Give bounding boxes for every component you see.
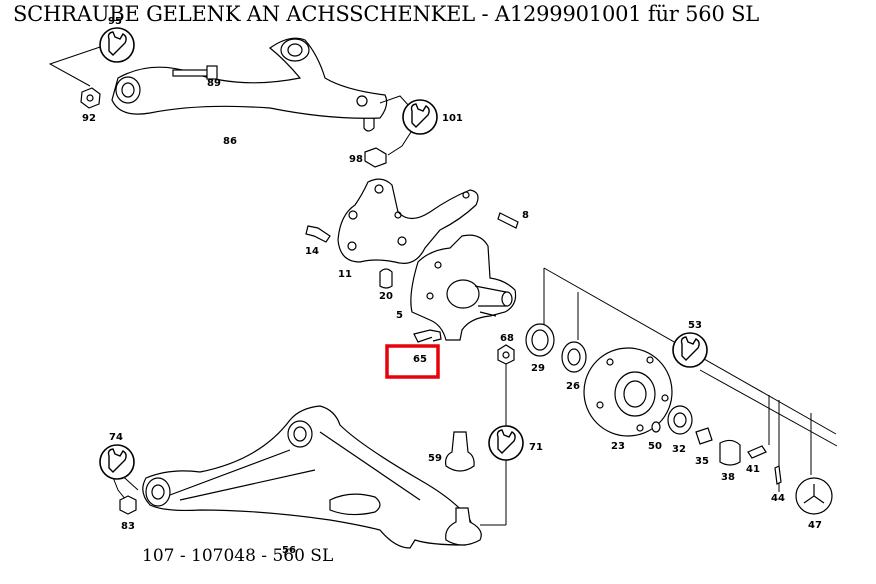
part-label-26[interactable]: 26 [566,381,580,392]
part-label-53[interactable]: 53 [688,320,702,331]
part-label-29[interactable]: 29 [531,363,545,374]
part-label-98[interactable]: 98 [349,154,363,165]
wrench-icon-74 [99,444,135,480]
part-label-101[interactable]: 101 [442,113,463,124]
part-label-5[interactable]: 5 [396,310,403,321]
highlight-box [385,344,440,379]
part-label-50[interactable]: 50 [648,441,662,452]
part-label-23[interactable]: 23 [611,441,625,452]
upper-control-arm-group [48,37,421,168]
part-label-83[interactable]: 83 [121,521,135,532]
part-label-92[interactable]: 92 [82,113,96,124]
wheel-hub-group [497,267,838,515]
part-label-20[interactable]: 20 [379,291,393,302]
part-label-68[interactable]: 68 [500,333,514,344]
part-label-11[interactable]: 11 [338,269,352,280]
lower-control-arm-group [106,405,507,549]
part-label-71[interactable]: 71 [529,442,543,453]
part-label-56[interactable]: 56 [282,545,296,556]
wrench-icon-95 [99,27,135,63]
part-label-38[interactable]: 38 [721,472,735,483]
part-label-44[interactable]: 44 [771,493,785,504]
wrench-icon-101 [402,99,438,135]
part-label-8[interactable]: 8 [522,210,529,221]
part-label-89[interactable]: 89 [207,78,221,89]
part-label-35[interactable]: 35 [695,456,709,467]
wrench-icon-71 [488,425,524,461]
part-label-95[interactable]: 95 [108,16,122,27]
part-label-47[interactable]: 47 [808,520,822,531]
wrench-icon-53 [672,332,708,368]
model-reference: 107 - 107048 - 560 SL [142,546,334,566]
steering-knuckle-group [305,178,519,343]
part-label-74[interactable]: 74 [109,432,123,443]
part-label-41[interactable]: 41 [746,464,760,475]
part-label-59[interactable]: 59 [428,453,442,464]
part-label-32[interactable]: 32 [672,444,686,455]
part-label-86[interactable]: 86 [223,136,237,147]
part-label-14[interactable]: 14 [305,246,319,257]
page-title: SCHRAUBE GELENK AN ACHSSCHENKEL - A12999… [13,2,760,26]
part-label-65[interactable]: 65 [413,354,427,365]
